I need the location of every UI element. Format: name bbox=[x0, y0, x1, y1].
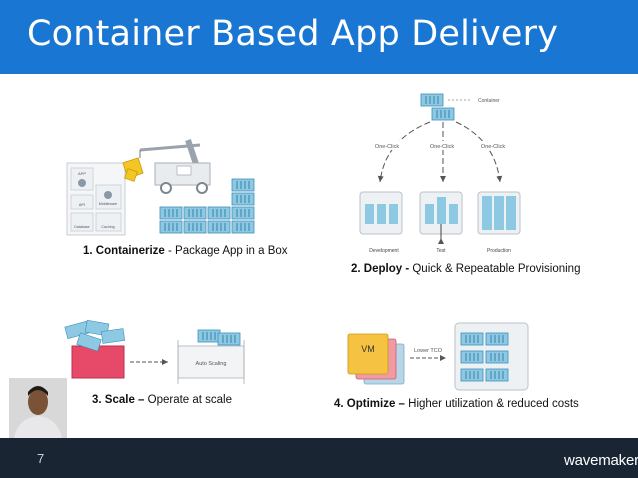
caption-scale-text: Operate at scale bbox=[144, 394, 233, 406]
env-production bbox=[477, 191, 521, 235]
vm-label: VM bbox=[361, 344, 375, 354]
caption-optimize: 4. Optimize – Higher utilization & reduc… bbox=[334, 398, 579, 410]
wavemaker-logo-text: wavemaker bbox=[564, 452, 638, 469]
caption-deploy-step: 2. Deploy - bbox=[351, 263, 410, 275]
lower-tco-label: Lower TCO bbox=[414, 348, 443, 354]
caption-optimize-text: Higher utilization & reduced costs bbox=[404, 398, 579, 410]
stack-label-app: APP bbox=[78, 171, 86, 176]
auto-scaling-box bbox=[177, 345, 245, 379]
stack-label-middleware: Middleware bbox=[99, 202, 117, 206]
footer-bar bbox=[0, 438, 638, 478]
scale-illustration: Auto Scaling bbox=[64, 319, 245, 384]
presenter-photo bbox=[9, 378, 67, 438]
vm-stack-icon: VM bbox=[347, 333, 405, 385]
containerize-illustration: APP API Middleware Database Caching bbox=[66, 139, 255, 236]
stack-label-caching: Caching bbox=[101, 225, 114, 229]
title-bar bbox=[0, 0, 638, 74]
caption-scale-step: 3. Scale – bbox=[92, 394, 145, 406]
caption-containerize-step: 1. Containerize bbox=[83, 245, 165, 257]
container-icon bbox=[431, 107, 455, 121]
caption-containerize-text: - Package App in a Box bbox=[164, 245, 288, 257]
container-icon bbox=[420, 93, 444, 107]
one-click-label-2: One-Click bbox=[430, 144, 454, 150]
caption-containerize: 1. Containerize - Package App in a Box bbox=[83, 245, 288, 257]
app-stack-icon: APP API Middleware Database Caching bbox=[66, 162, 126, 236]
env-test bbox=[419, 191, 463, 244]
stack-label-api: API bbox=[79, 202, 85, 207]
one-click-label-1: One-Click bbox=[375, 144, 399, 150]
slide-title: Container Based App Delivery bbox=[27, 14, 559, 54]
env-label-development: Development bbox=[369, 248, 399, 254]
env-development bbox=[359, 191, 403, 235]
page-number: 7 bbox=[37, 451, 45, 466]
env-label-production: Production bbox=[487, 248, 511, 254]
stack-label-database: Database bbox=[74, 225, 89, 229]
crane-icon bbox=[139, 139, 211, 194]
caption-deploy-text: Quick & Repeatable Provisioning bbox=[409, 263, 581, 275]
caption-scale: 3. Scale – Operate at scale bbox=[92, 394, 232, 406]
container-label: Container bbox=[478, 98, 500, 104]
caption-optimize-step: 4. Optimize – bbox=[334, 398, 405, 410]
one-click-label-3: One-Click bbox=[481, 144, 505, 150]
deploy-illustration: Container One-Click One-Click One-Click bbox=[359, 93, 521, 254]
app-box-icon bbox=[122, 157, 144, 182]
optimize-illustration: VM Lower TCO bbox=[347, 322, 529, 391]
env-label-test: Test bbox=[436, 248, 446, 254]
caption-deploy: 2. Deploy - Quick & Repeatable Provision… bbox=[351, 263, 580, 275]
auto-scaling-label: Auto Scaling bbox=[196, 361, 227, 367]
